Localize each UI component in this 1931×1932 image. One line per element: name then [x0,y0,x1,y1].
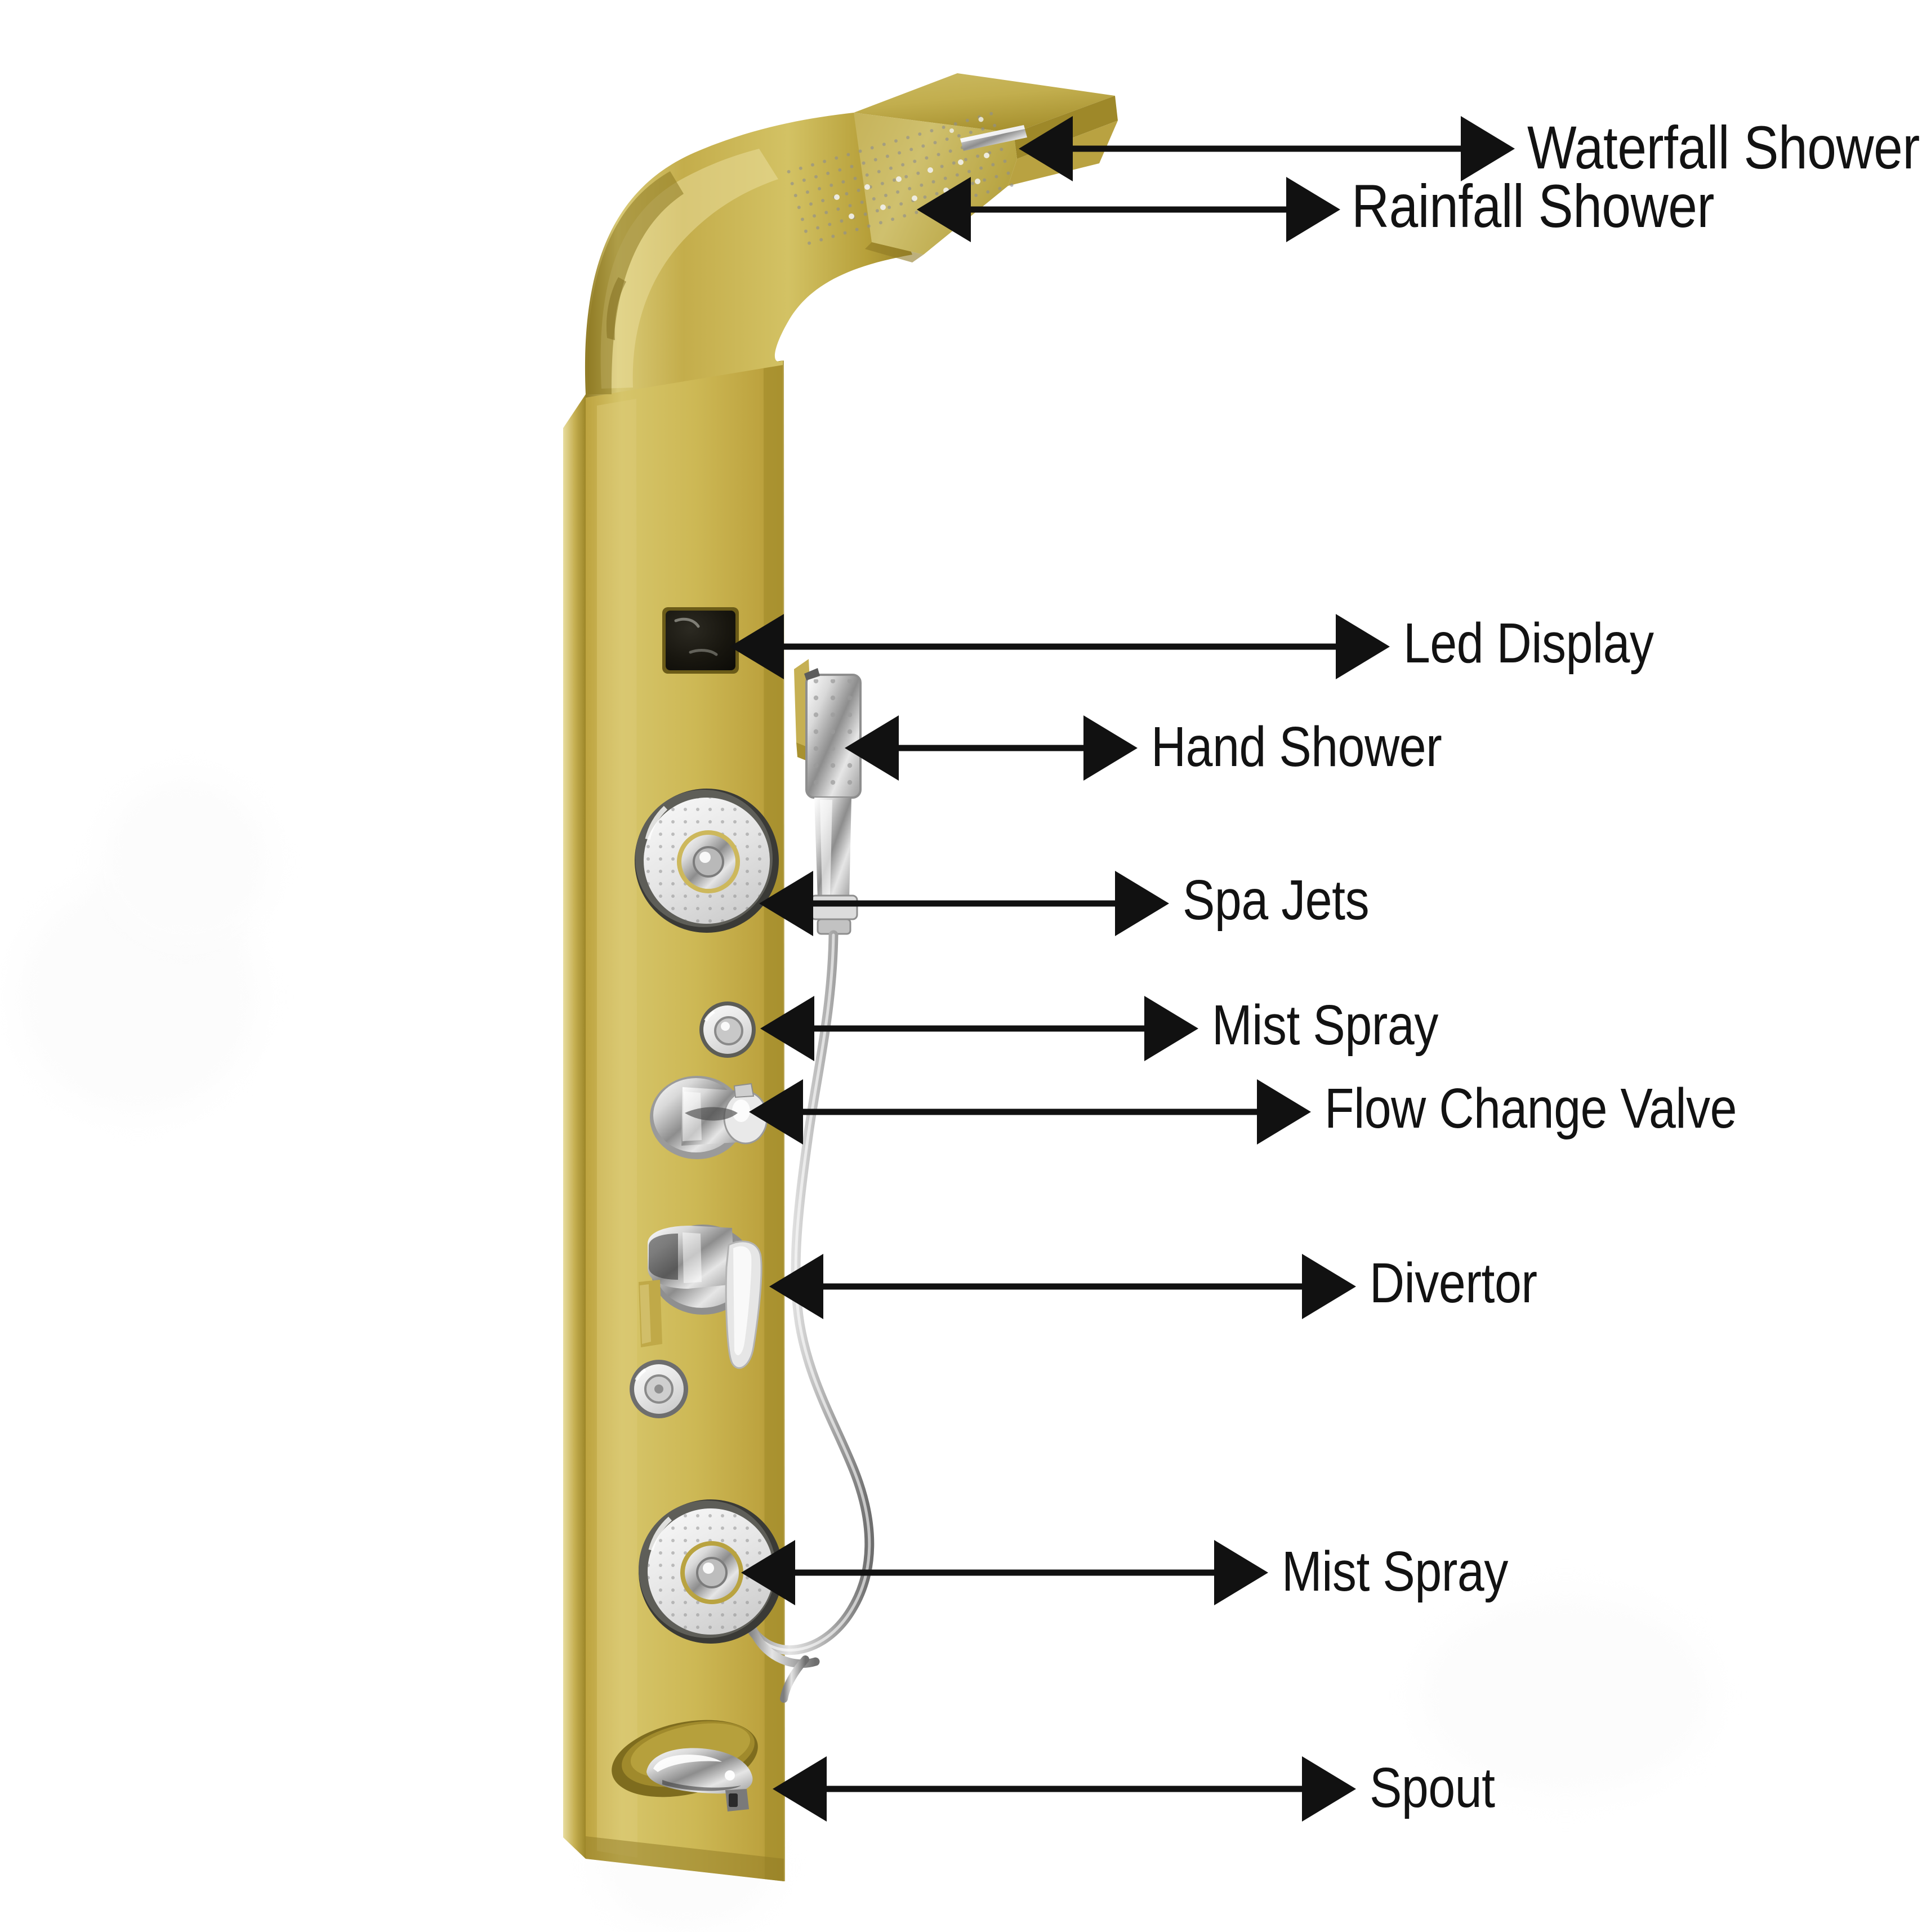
panel-left-bevel [563,394,586,1859]
arrow-shaft [788,900,1140,907]
arrow-head-left-icon [917,177,971,242]
callout-arrow-spa-jets [759,871,1169,936]
hand-shower-handset[interactable] [794,659,862,935]
arrow-shaft [946,206,1311,213]
hose-base-connection [780,1655,809,1703]
arrow-shaft [778,1109,1282,1115]
flow-change-valve-knob[interactable] [650,1076,768,1159]
arrow-shaft [802,1786,1327,1792]
divertor-lever-valve[interactable] [639,1225,762,1369]
arrow-head-left-icon [773,1756,827,1822]
arrow-shaft [759,643,1361,650]
arrow-head-left-icon [730,614,784,679]
callout-arrow-flow-change-valve [749,1079,1311,1145]
spa-jet-upper[interactable] [635,789,779,933]
head-top-surface [854,73,1115,133]
callout-label-hand-shower: Hand Shower [1151,715,1442,778]
callout-label-spout: Spout [1370,1756,1495,1819]
arrow-head-right-icon [1302,1756,1356,1822]
mist-spray-lower-disc[interactable] [639,1499,783,1644]
arrow-head-right-icon [1115,871,1169,936]
callout-label-spa-jets: Spa Jets [1183,869,1370,932]
callout-arrow-led-display [730,614,1390,679]
arrow-shaft [770,1569,1239,1576]
callout-arrow-mist-spray-lower [741,1540,1268,1605]
callout-label-rainfall-shower: Rainfall Shower [1352,171,1715,240]
arrow-head-left-icon [749,1079,803,1145]
arrow-head-right-icon [1336,614,1390,679]
arrow-shaft [1048,145,1486,152]
arrow-head-right-icon [1144,996,1198,1061]
arrow-head-right-icon [1257,1079,1311,1145]
arrow-head-left-icon [845,715,899,781]
callout-arrow-divertor [769,1254,1356,1319]
callout-label-flow-change-valve: Flow Change Valve [1325,1077,1737,1140]
callout-arrow-waterfall-shower [1019,116,1515,181]
waterfall-outlet-slot [960,125,1027,151]
callout-label-waterfall-shower: Waterfall Shower [1527,113,1920,181]
mist-nozzle-upper[interactable] [699,1001,756,1058]
arrow-head-right-icon [1461,116,1515,181]
arrow-head-right-icon [1214,1540,1268,1605]
arrow-head-left-icon [769,1254,823,1319]
arrow-shaft [874,745,1108,751]
led-display-window[interactable] [662,607,739,674]
arrow-shaft [799,1283,1327,1290]
arrow-shaft [790,1025,1169,1032]
callout-arrow-rainfall-shower [917,177,1340,242]
shower-head-assembly [784,73,1118,262]
arrow-head-left-icon [760,996,814,1061]
arrow-head-right-icon [1083,715,1138,781]
callout-label-mist-spray-lower: Mist Spray [1282,1540,1508,1603]
callout-label-mist-spray-upper: Mist Spray [1212,994,1438,1057]
arrow-head-left-icon [759,871,813,936]
callout-arrow-hand-shower [845,715,1138,781]
callout-arrow-spout [773,1756,1356,1822]
callout-label-divertor: Divertor [1370,1252,1537,1315]
callout-label-led-display: Led Display [1403,612,1654,675]
arrow-head-left-icon [1019,116,1073,181]
arrow-head-left-icon [741,1540,795,1605]
tub-spout[interactable] [605,1708,765,1811]
callout-arrow-mist-spray-upper [760,996,1198,1061]
arrow-head-right-icon [1286,177,1340,242]
small-chrome-button[interactable] [630,1360,688,1418]
arrow-head-right-icon [1302,1254,1356,1319]
